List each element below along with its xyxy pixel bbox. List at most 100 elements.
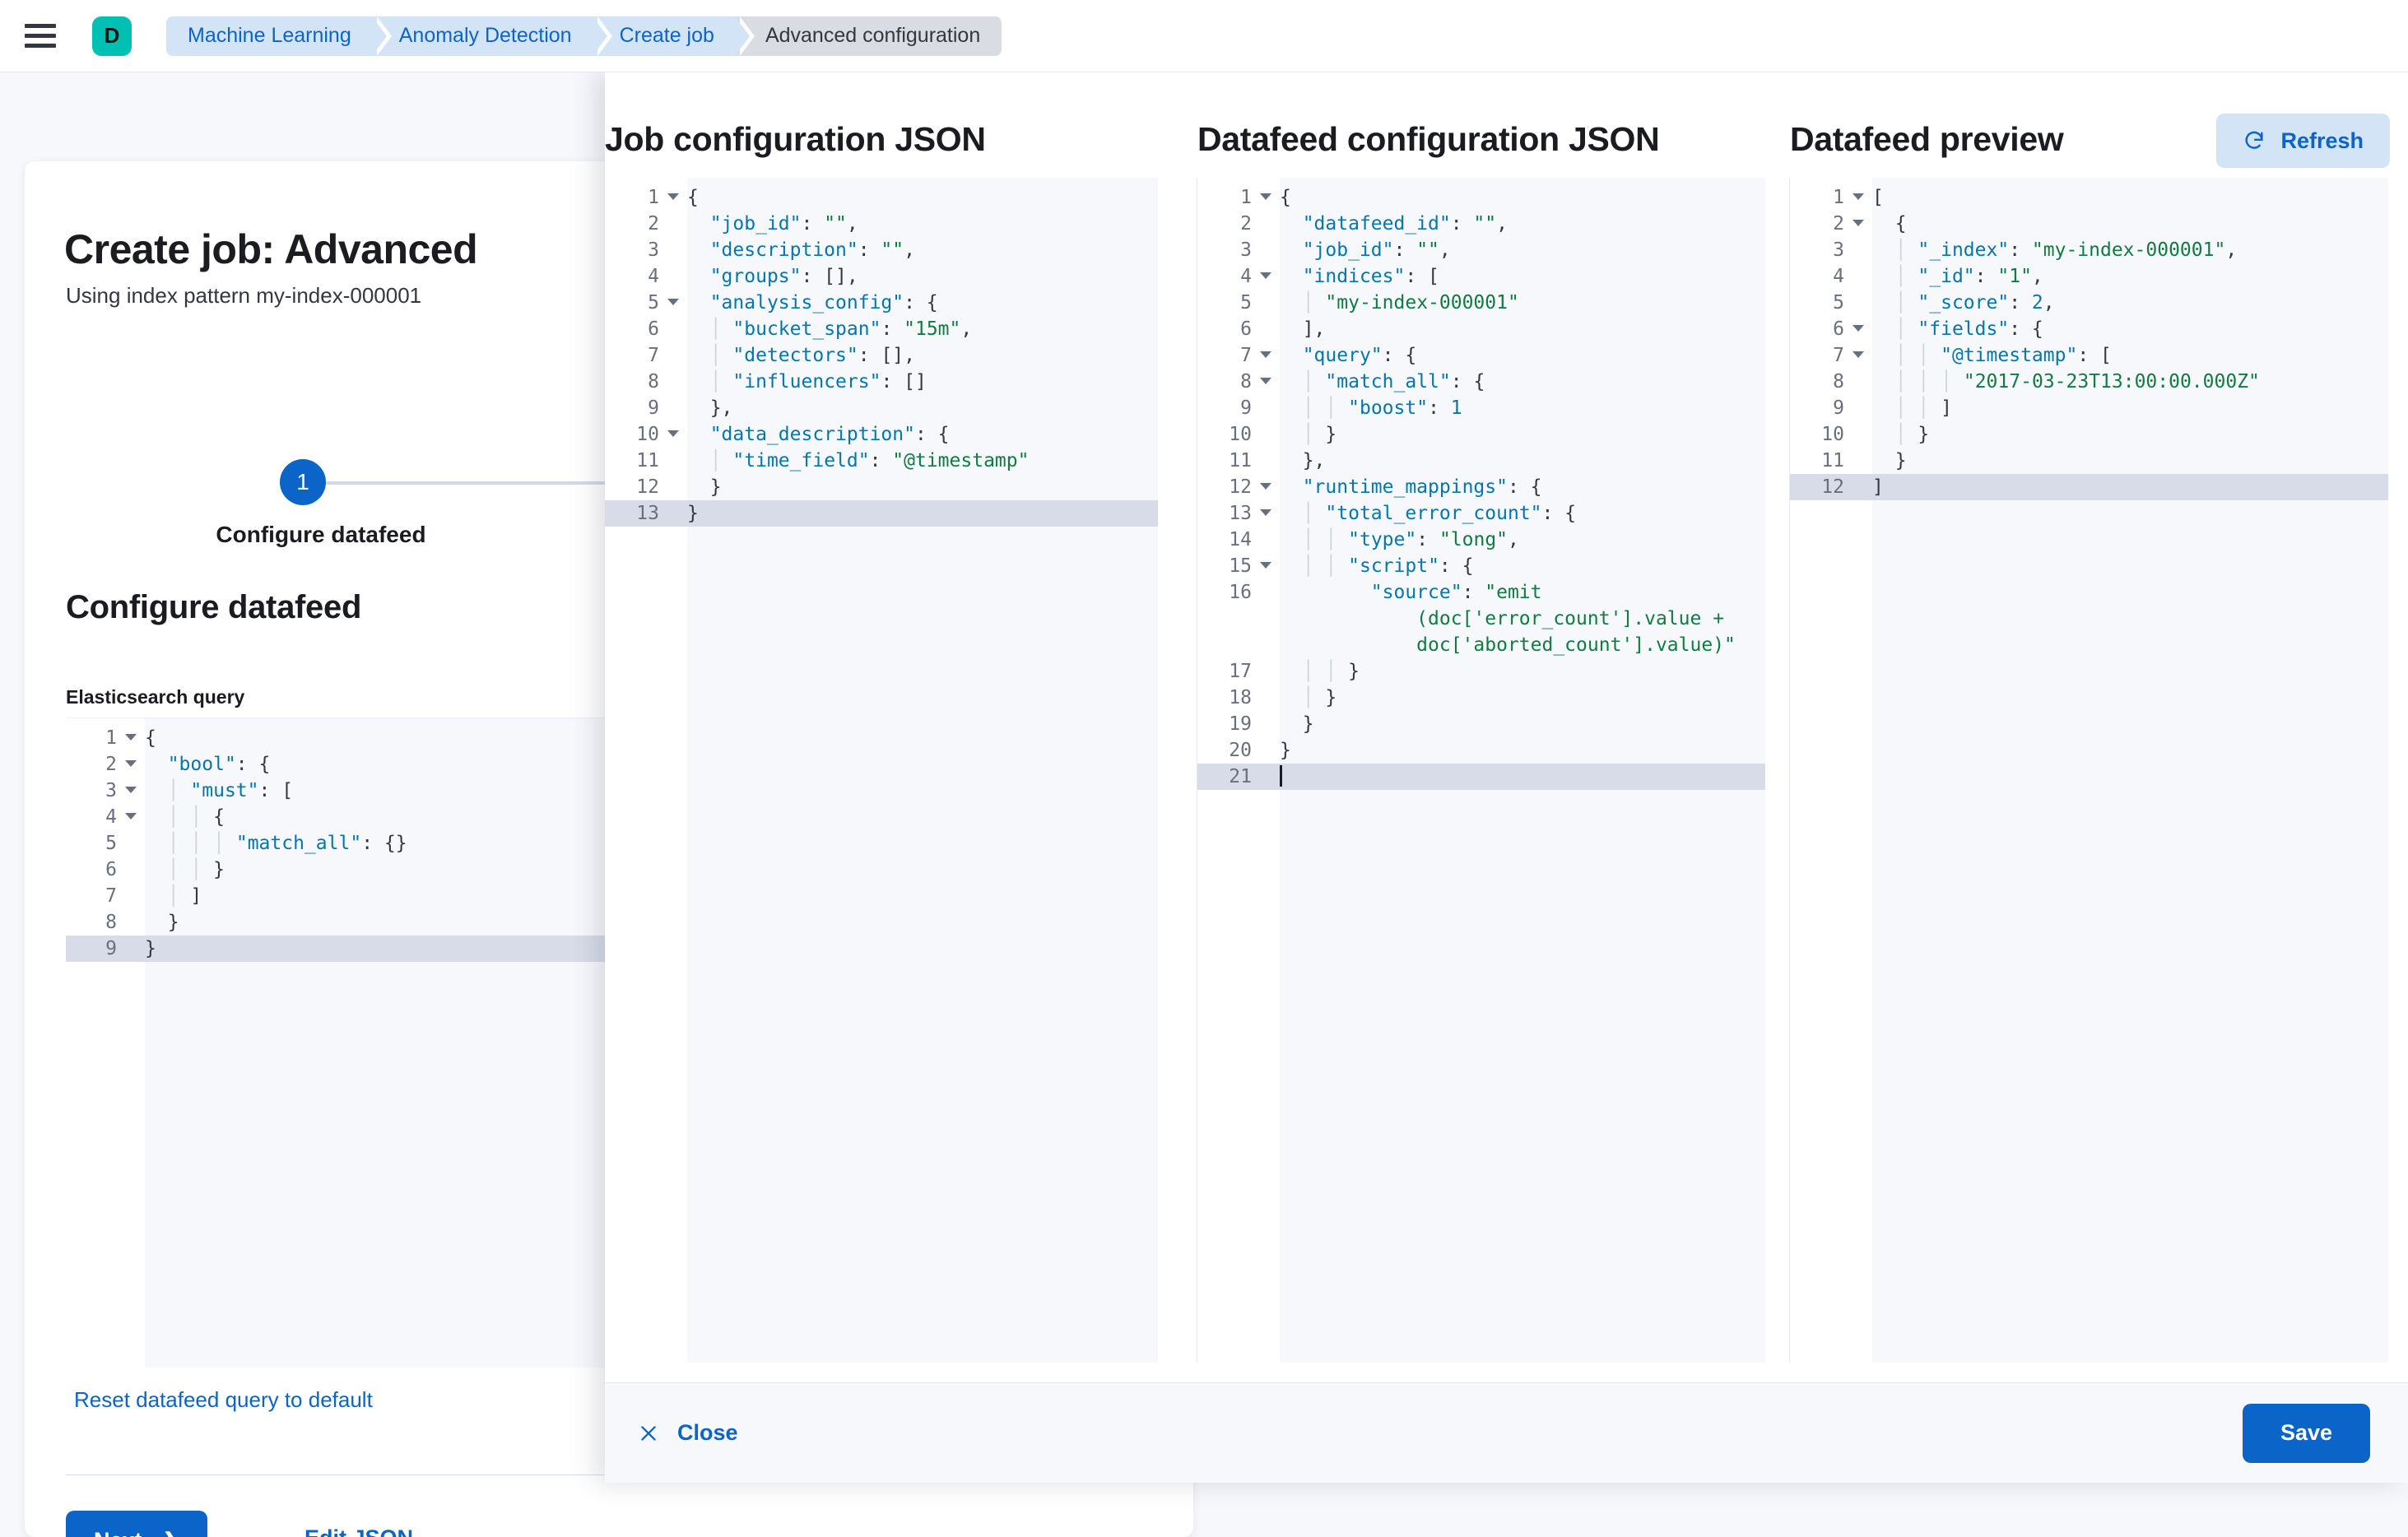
step-1-label: Configure datafeed [25,522,617,548]
fold-arrow-icon[interactable] [1852,325,1864,332]
code-line[interactable]: │ "_id": "1", [1872,263,2388,290]
next-button[interactable]: Next ❯ [66,1511,207,1537]
code-line[interactable]: "data_description": { [687,421,1158,448]
code-line[interactable]: ] [1872,474,2388,500]
code-line[interactable]: │ "influencers": [] [687,369,1158,395]
fold-arrow-icon[interactable] [125,734,137,741]
breadcrumb-item-create-job[interactable]: Create job [593,16,736,56]
code-line[interactable]: │ │ ] [1872,395,2388,421]
code-line[interactable]: │ "fields": { [1872,316,2388,342]
code-line[interactable]: { [1280,184,1765,211]
fold-arrow-icon[interactable] [1260,272,1271,279]
fold-arrow-icon[interactable] [1260,378,1271,384]
code-line[interactable]: "analysis_config": { [687,290,1158,316]
fold-arrow-icon[interactable] [1260,562,1271,569]
flyout-footer: Close Save [605,1382,2408,1483]
line-number: 8 [605,369,687,395]
code-line[interactable]: │ "time_field": "@timestamp" [687,448,1158,474]
fold-arrow-icon[interactable] [1852,220,1864,226]
step-1-circle[interactable]: 1 [280,459,326,505]
hamburger-menu-icon[interactable] [25,18,61,54]
line-number: 5 [605,290,687,316]
code-line[interactable]: ], [1280,316,1765,342]
code-line[interactable]: { [1872,211,2388,237]
code-line[interactable]: │ │ "type": "long", [1280,527,1765,553]
code-line[interactable]: } [1280,711,1765,737]
datafeed-json-code[interactable]: { "datafeed_id": "", "job_id": "", "indi… [1280,178,1765,1363]
code-line[interactable]: "job_id": "", [687,211,1158,237]
fold-arrow-icon[interactable] [1852,351,1864,358]
code-line[interactable]: } [1872,448,2388,474]
code-line[interactable]: "runtime_mappings": { [1280,474,1765,500]
close-button[interactable]: Close [638,1420,738,1446]
fold-arrow-icon[interactable] [667,430,679,437]
line-number: 12 [1790,474,1872,500]
code-line[interactable]: │ "_index": "my-index-000001", [1872,237,2388,263]
fold-arrow-icon[interactable] [1260,509,1271,516]
code-line[interactable]: "query": { [1280,342,1765,369]
code-line[interactable]: } [687,500,1158,527]
fold-arrow-icon[interactable] [1260,483,1271,490]
line-number: 9 [1790,395,1872,421]
edit-json-button[interactable]: Edit JSON [304,1525,413,1537]
fold-arrow-icon[interactable] [1852,193,1864,200]
code-line[interactable]: │ "match_all": { [1280,369,1765,395]
code-line[interactable]: │ } [1280,421,1765,448]
code-line[interactable]: │ │ "@timestamp": [ [1872,342,2388,369]
elasticsearch-query-label: Elasticsearch query [66,686,244,708]
code-line[interactable]: │ │ "script": { [1280,553,1765,579]
line-number: 11 [605,448,687,474]
code-line[interactable]: "indices": [ [1280,263,1765,290]
line-number: 2 [66,751,145,778]
line-number: 16 [1197,579,1280,658]
code-line[interactable]: │ } [1280,685,1765,711]
code-line[interactable]: │ "my-index-000001" [1280,290,1765,316]
code-line[interactable]: │ │ } [1280,658,1765,685]
code-line[interactable] [1280,764,1765,790]
fold-arrow-icon[interactable] [125,760,137,767]
code-line[interactable]: │ } [1872,421,2388,448]
line-number: 2 [605,211,687,237]
fold-arrow-icon[interactable] [125,813,137,820]
code-line[interactable]: }, [687,395,1158,421]
code-line[interactable]: } [1280,737,1765,764]
code-line[interactable]: │ │ │ "2017-03-23T13:00:00.000Z" [1872,369,2388,395]
code-line[interactable]: }, [1280,448,1765,474]
breadcrumb-item-machine-learning[interactable]: Machine Learning [166,16,373,56]
breadcrumb-item-anomaly-detection[interactable]: Anomaly Detection [373,16,593,56]
space-avatar[interactable]: D [92,16,132,56]
datafeed-preview-heading: Datafeed preview [1790,120,2063,159]
code-line[interactable]: │ "_score": 2, [1872,290,2388,316]
code-line[interactable]: │ │ "boost": 1 [1280,395,1765,421]
fold-arrow-icon[interactable] [1260,351,1271,358]
code-line[interactable]: │ "total_error_count": { [1280,500,1765,527]
code-line[interactable]: "description": "", [687,237,1158,263]
code-line[interactable]: "groups": [], [687,263,1158,290]
save-button[interactable]: Save [2243,1404,2370,1463]
text-cursor [1280,765,1282,787]
fold-arrow-icon[interactable] [667,299,679,305]
fold-arrow-icon[interactable] [667,193,679,200]
reset-datafeed-query-link[interactable]: Reset datafeed query to default [74,1387,373,1413]
preview-code[interactable]: [ { │ "_index": "my-index-000001", │ "_i… [1872,178,2388,1363]
code-line[interactable]: "datafeed_id": "", [1280,211,1765,237]
job-json-code[interactable]: { "job_id": "", "description": "", "grou… [687,178,1158,1363]
code-line[interactable]: } [687,474,1158,500]
code-line[interactable]: "job_id": "", [1280,237,1765,263]
fold-arrow-icon[interactable] [1260,193,1271,200]
code-line[interactable]: │ "bucket_span": "15m", [687,316,1158,342]
code-line[interactable]: { [687,184,1158,211]
code-line[interactable]: [ [1872,184,2388,211]
code-line[interactable]: │ "detectors": [], [687,342,1158,369]
line-number: 7 [605,342,687,369]
code-line[interactable]: "source": "emit (doc['error_count'].valu… [1280,579,1765,658]
refresh-button[interactable]: Refresh [2216,114,2390,168]
fold-arrow-icon[interactable] [125,787,137,793]
